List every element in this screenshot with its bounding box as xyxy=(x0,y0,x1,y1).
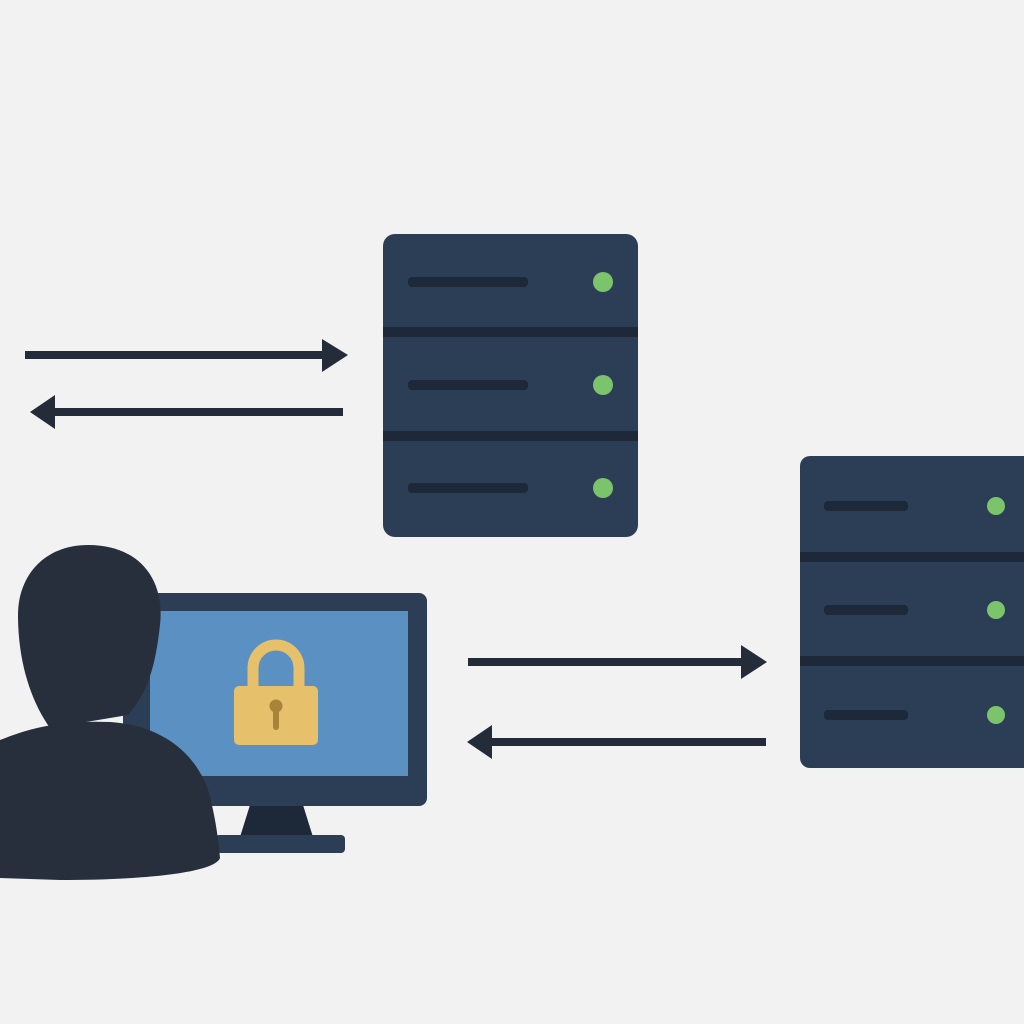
server-icon xyxy=(383,234,638,537)
drive-slot xyxy=(824,501,908,511)
status-led xyxy=(987,497,1005,515)
drive-slot xyxy=(408,380,528,390)
server-icon xyxy=(800,456,1024,768)
monitor-base xyxy=(215,835,345,853)
user-silhouette-icon xyxy=(0,545,220,880)
arrow-left-icon xyxy=(30,395,343,429)
status-led xyxy=(593,375,613,395)
arrow-left-icon xyxy=(467,725,766,759)
padlock-icon xyxy=(234,639,318,745)
server-divider xyxy=(800,656,1024,666)
arrow-right-icon xyxy=(25,339,348,372)
server-divider xyxy=(800,552,1024,562)
status-led xyxy=(987,706,1005,724)
drive-slot xyxy=(824,605,908,615)
status-led xyxy=(593,272,613,292)
arrow-right-icon xyxy=(468,645,767,679)
drive-slot xyxy=(824,710,908,720)
server-divider xyxy=(383,327,638,337)
drive-slot xyxy=(408,277,528,287)
server-divider xyxy=(383,431,638,441)
status-led xyxy=(593,478,613,498)
monitor-stand xyxy=(240,805,313,837)
drive-slot xyxy=(408,483,528,493)
status-led xyxy=(987,601,1005,619)
